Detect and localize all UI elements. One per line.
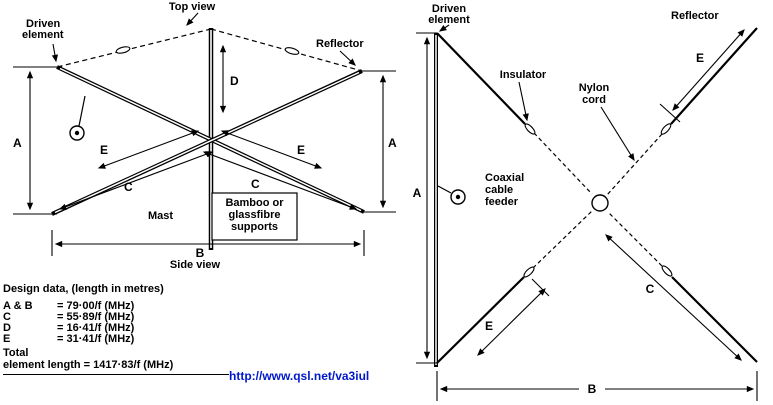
design-total-value: element length = 1417·83/f (MHz) (3, 359, 229, 375)
design-var: A & B (3, 300, 33, 312)
dim-a-left (13, 66, 62, 215)
dim-e-left-label: E (100, 143, 108, 157)
dim-e-top-label: E (696, 51, 704, 65)
dim-e-top (659, 29, 745, 123)
dim-c-left-label: C (124, 180, 133, 194)
dim-d-label: D (230, 74, 239, 88)
label-coax-3: feeder (485, 196, 519, 208)
dim-c-right (202, 151, 358, 210)
label-driven-2: element (22, 29, 64, 41)
dim-a-right (362, 70, 396, 213)
insulator-icon (660, 123, 672, 135)
label-supports-2: glassfibre (229, 209, 281, 221)
feed-point-icon (437, 185, 466, 205)
insulator-icon (661, 265, 673, 277)
dim-a-left-label: A (13, 136, 22, 150)
dim-e-bottom-label: E (485, 319, 493, 333)
design-formula: = 79·00/f (MHz) (57, 300, 135, 312)
label-nylon-2: cord (582, 94, 606, 106)
dim-a-front (416, 32, 437, 364)
supports-box: Bamboo or glassfibre supports (211, 192, 298, 241)
design-data-row: E = 31·41/f (MHz) (3, 334, 229, 345)
dim-a-right-label: A (388, 136, 397, 150)
design-formula: = 31·41/f (MHz) (57, 333, 135, 345)
driven-front-pointer (438, 24, 450, 32)
dim-b-side-label: B (196, 246, 205, 260)
dim-e-bottom (477, 278, 550, 356)
label-reflector-front: Reflector (671, 10, 719, 22)
feed-point-icon (69, 95, 86, 141)
label-reflector: Reflector (316, 38, 364, 50)
design-var: E (3, 333, 11, 345)
insulator-icon (115, 46, 131, 54)
dim-c-front (605, 234, 742, 361)
dim-e-right (220, 130, 323, 169)
design-data: Design data, (length in metres) A & B = … (3, 283, 229, 375)
design-data-row: A & B = 79·00/f (MHz) (3, 301, 229, 312)
label-top-view: Top view (169, 1, 216, 13)
dim-a-front-label: A (413, 186, 422, 200)
insulator-pointer (518, 81, 529, 122)
reflector-wire (51, 69, 363, 216)
design-data-title: Design data, (length in metres) (3, 283, 164, 295)
dim-b-front (436, 371, 758, 401)
dim-c-front-label: C (646, 282, 655, 296)
insulator-icon (284, 47, 300, 55)
insulator-icon (524, 123, 536, 135)
design-formula: = 16·41/f (MHz) (57, 322, 135, 334)
design-data-row: D = 16·41/f (MHz) (3, 323, 229, 334)
design-total-label: Total (3, 347, 29, 359)
dim-c-right-label: C (251, 177, 260, 191)
dim-c-left (58, 151, 214, 210)
dim-e-right-label: E (297, 143, 305, 157)
label-driven-front-2: element (428, 14, 470, 26)
front-view-diagram: A B E E C Driven eleme (413, 3, 758, 401)
label-mast: Mast (148, 210, 173, 222)
label-side-view: Side view (170, 259, 221, 271)
label-supports-1: Bamboo or (225, 197, 284, 209)
center-ring-icon (591, 194, 609, 212)
label-driven-1: Driven (26, 18, 61, 30)
insulator-icon (523, 266, 535, 278)
top-view-pointer (186, 12, 199, 26)
design-var: D (3, 322, 11, 334)
dim-b-front-label: B (588, 382, 597, 396)
reflector-pointer (339, 50, 356, 66)
side-view-diagram: A A B D E C E (13, 1, 397, 271)
design-formula: = 55·89/f (MHz) (57, 311, 135, 323)
design-data-row: C = 55·89/f (MHz) (3, 312, 229, 323)
top-view-outline (56, 28, 363, 72)
label-coax-2: cable (485, 184, 513, 196)
driven-pointer (51, 43, 59, 63)
qsl-link[interactable]: http://www.qsl.net/va3iul (229, 369, 370, 383)
label-nylon-1: Nylon (579, 82, 610, 94)
label-insulator: Insulator (500, 69, 547, 81)
label-supports-3: supports (231, 221, 278, 233)
dim-b-side (51, 230, 365, 256)
label-driven-front-1: Driven (432, 3, 467, 15)
nylon-pointer (600, 106, 635, 162)
design-var: C (3, 311, 11, 323)
label-coax-1: Coaxial (485, 172, 524, 184)
